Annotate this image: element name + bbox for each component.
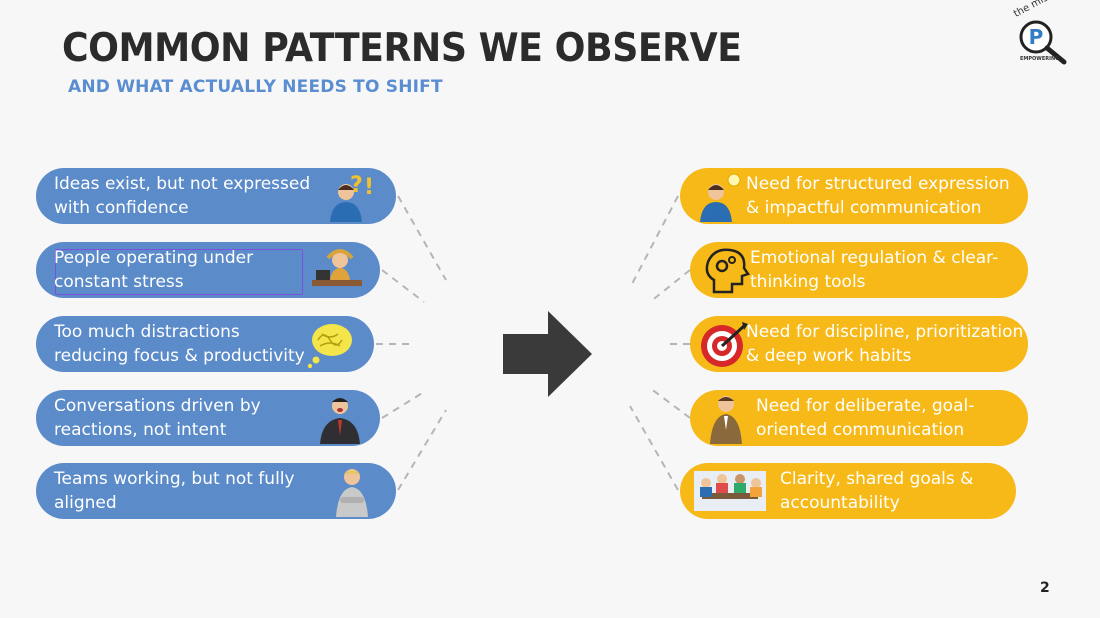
pattern-item-2: People operating under constant stress xyxy=(36,242,380,298)
shift-item-1: Need for structured expression & impactf… xyxy=(680,168,1028,224)
connector-left-2 xyxy=(381,269,425,303)
target-dart-icon xyxy=(701,322,748,367)
pattern-item-5: Teams working, but not fully aligned xyxy=(36,463,396,519)
shift-item-5: Clarity, shared goals & accountability xyxy=(680,463,1016,519)
selection-box xyxy=(55,249,303,295)
magnifier-p-icon: P xyxy=(1019,20,1067,65)
thinking-man-lightbulb-icon xyxy=(700,173,741,222)
connector-left-4 xyxy=(381,391,425,419)
shift-text: Clarity, shared goals & accountability xyxy=(780,469,974,513)
shift-text: Emotional regulation & clear- thinking t… xyxy=(750,248,999,292)
page-number: 2 xyxy=(1040,580,1050,596)
brand-logo: the missing P EMPOWERING xyxy=(1008,0,1084,72)
shift-item-4: Need for deliberate, goal- oriented comm… xyxy=(690,390,1028,446)
presenter-man-icon xyxy=(710,396,742,444)
shouting-man-icon xyxy=(320,398,360,444)
pattern-item-1: Ideas exist, but not expressed with conf… xyxy=(36,168,396,224)
connector-right-2 xyxy=(649,269,691,303)
shift-item-2: Emotional regulation & clear- thinking t… xyxy=(690,242,1028,298)
pattern-item-4: Conversations driven by reactions, not i… xyxy=(36,390,380,446)
logo-mark: P xyxy=(1029,25,1044,49)
head-gears-icon xyxy=(705,248,750,294)
logo-line: EMPOWERING xyxy=(1020,56,1060,62)
pattern-text: Conversations driven by reactions, not i… xyxy=(54,396,261,440)
connector-left-5 xyxy=(397,409,447,491)
connector-left-1 xyxy=(397,195,447,281)
shift-item-3: Need for discipline, prioritization & de… xyxy=(690,316,1028,372)
man-arms-crossed-icon xyxy=(336,469,368,517)
team-meeting-icon xyxy=(694,471,766,511)
thinking-man-question-icon: ? ! xyxy=(330,173,374,222)
slide-subtitle: AND WHAT ACTUALLY NEEDS TO SHIFT xyxy=(68,77,443,97)
connector-right-4 xyxy=(649,387,691,419)
slide-title: COMMON PATTERNS WE OBSERVE xyxy=(62,26,742,71)
pattern-text: Teams working, but not fully aligned xyxy=(54,469,295,513)
connector-right-5 xyxy=(629,405,679,491)
right-arrow-icon xyxy=(503,311,592,397)
shift-text: Need for deliberate, goal- oriented comm… xyxy=(756,396,975,440)
pattern-text: Ideas exist, but not expressed with conf… xyxy=(54,174,311,218)
stressed-person-desk-icon xyxy=(312,249,362,286)
tangled-thought-cloud-icon xyxy=(307,324,352,369)
pattern-item-3: Too much distractions reducing focus & p… xyxy=(36,316,374,372)
connector-right-1 xyxy=(631,195,679,285)
pattern-text: Too much distractions reducing focus & p… xyxy=(54,322,305,366)
svg-text:!: ! xyxy=(364,175,374,200)
pattern-text: People operating under constant stress xyxy=(54,248,254,292)
shift-text: Need for discipline, prioritization & de… xyxy=(746,322,1024,366)
shift-text: Need for structured expression & impactf… xyxy=(746,174,1010,218)
